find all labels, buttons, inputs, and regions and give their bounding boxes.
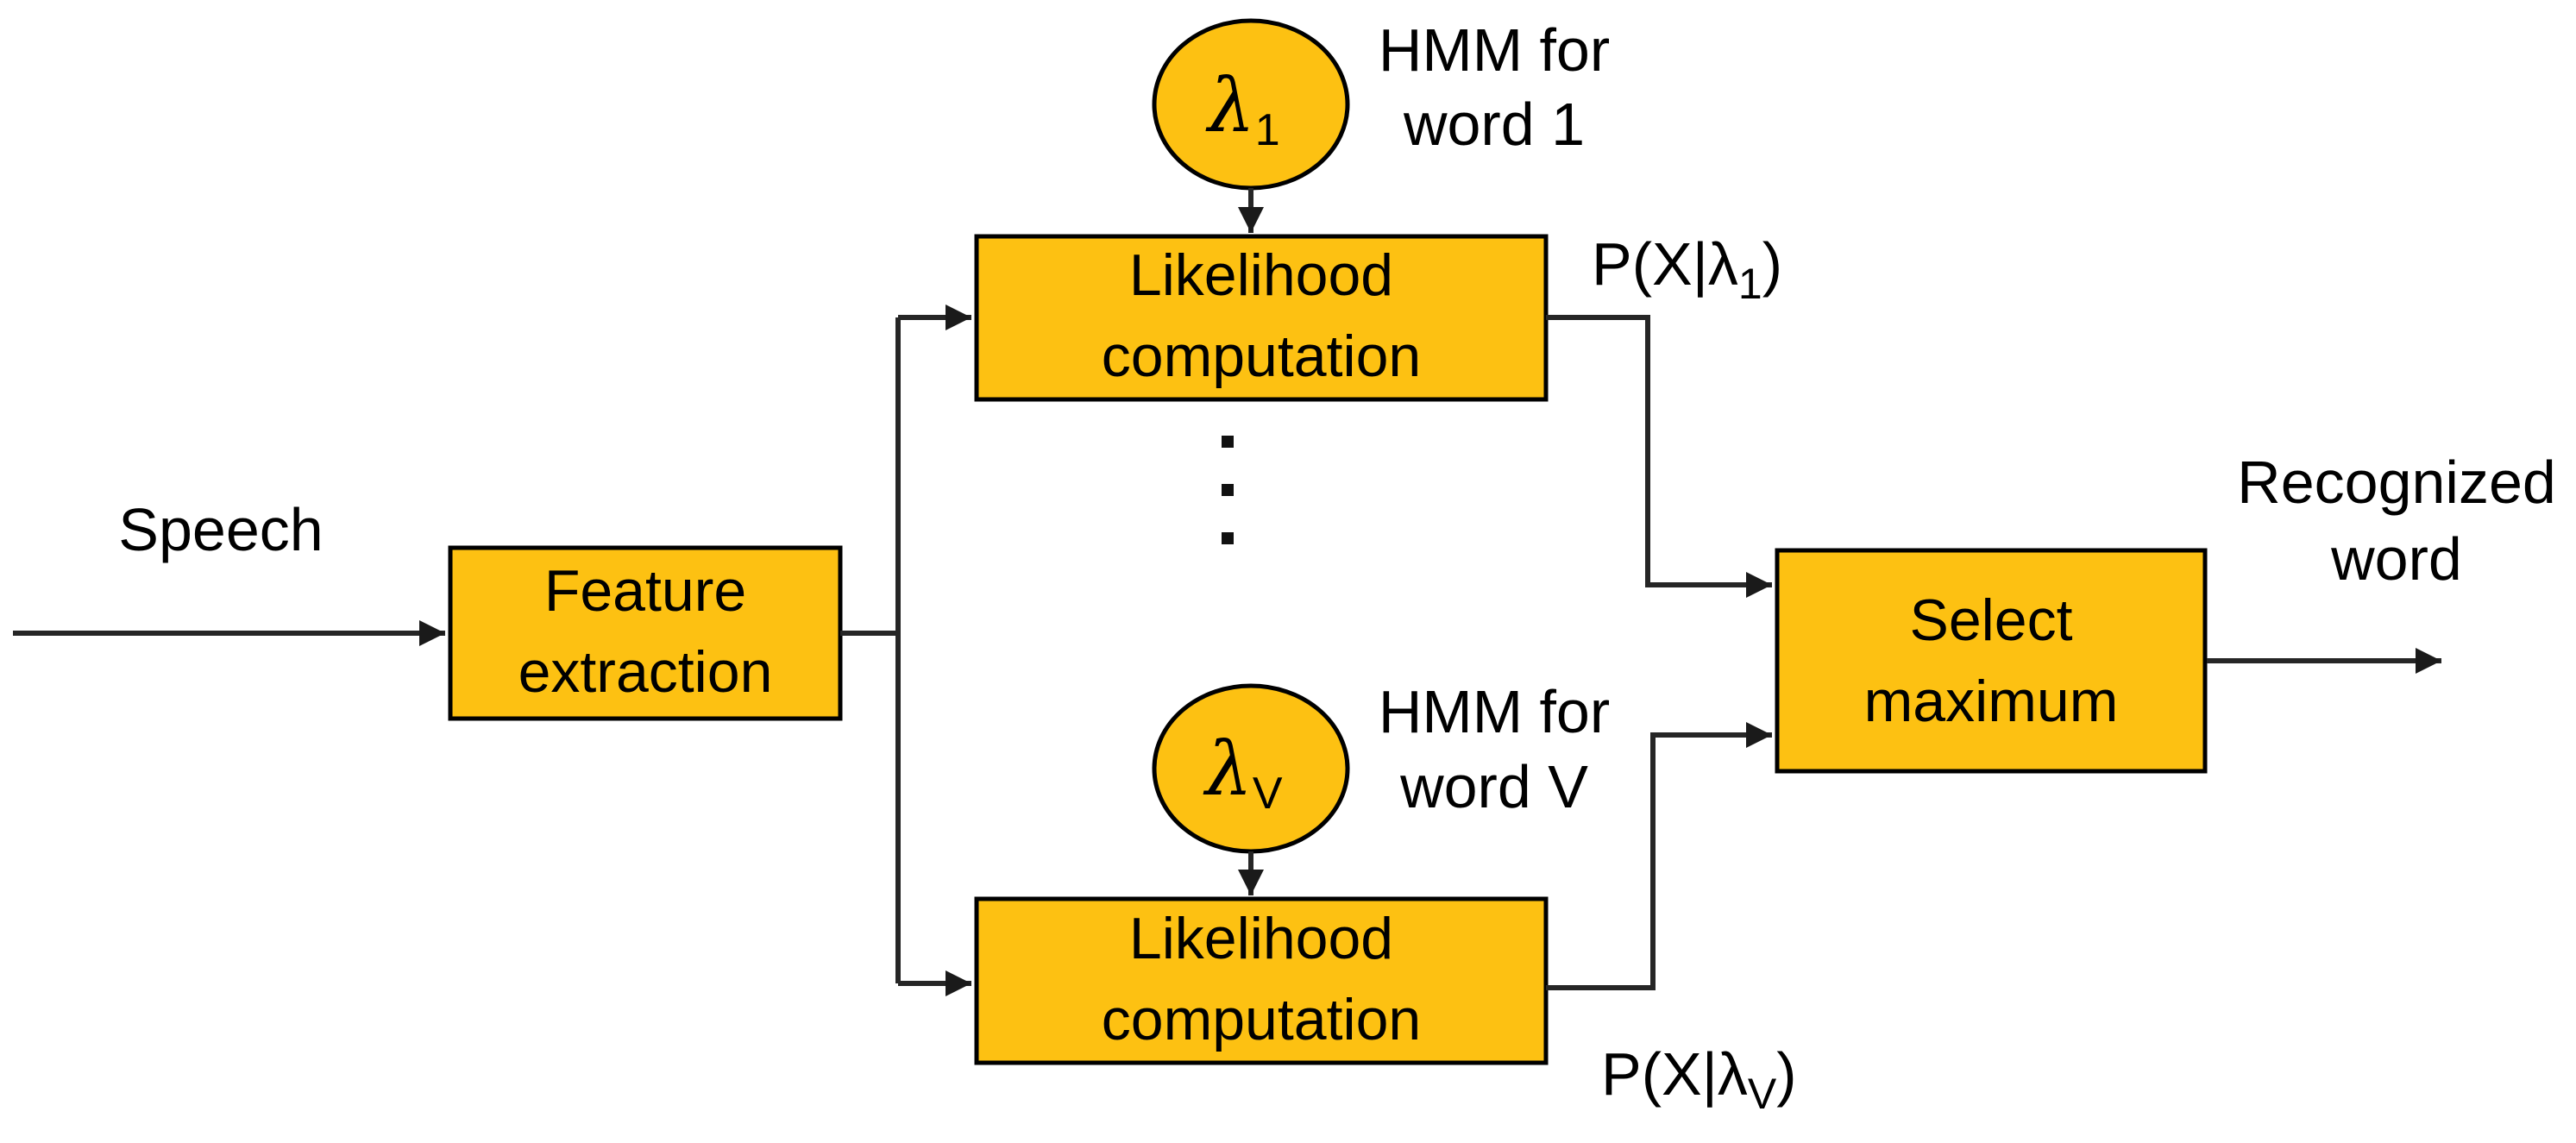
- feature-extraction-label-line1: Feature: [544, 558, 746, 624]
- select-maximum-label-line1: Select: [1910, 587, 2073, 653]
- p-word1-subscript: 1: [1738, 260, 1762, 308]
- speech-input-group: Speech: [13, 496, 445, 646]
- lambda-glyph: λ: [1203, 726, 1253, 813]
- feature-extraction-node: Feature extraction: [448, 545, 843, 721]
- p-wordV-prefix: P(X|λ: [1601, 1040, 1748, 1108]
- ellipsis-dot: [1222, 484, 1234, 496]
- feature-branch-connectors: [840, 305, 971, 996]
- hmm-wordV-group: λV HMM for word V: [1152, 678, 1610, 895]
- hmm-wordV-caption-line1: HMM for: [1379, 678, 1610, 745]
- likelihood-bottom-output-connector: [1546, 722, 1772, 990]
- likelihood-top-label-line2: computation: [1102, 323, 1421, 389]
- p-wordV-subscript: V: [1748, 1070, 1777, 1118]
- likelihood-bottom-label-line1: Likelihood: [1129, 906, 1393, 971]
- likelihood-top-node: Likelihood computation: [974, 234, 1549, 402]
- select-maximum-label-line2: maximum: [1864, 669, 2119, 734]
- hmm-word1-symbol: λ1: [1205, 63, 1279, 155]
- speech-label: Speech: [118, 496, 323, 563]
- likelihood-top-output-label: P(X|λ1): [1592, 230, 1782, 308]
- hmm-word1-caption-line1: HMM for: [1379, 16, 1610, 84]
- lambda-subscript: 1: [1255, 105, 1280, 155]
- p-word1-suffix: ): [1762, 230, 1782, 298]
- lambda-glyph: λ: [1205, 63, 1255, 149]
- recognized-word-label-line1: Recognized: [2237, 449, 2556, 516]
- p-word1-prefix: P(X|λ: [1592, 230, 1738, 298]
- likelihood-bottom-node: Likelihood computation: [974, 896, 1549, 1065]
- feature-extraction-label-line2: extraction: [518, 639, 773, 705]
- ellipsis-dot: [1222, 436, 1234, 448]
- likelihood-bottom-label-line2: computation: [1102, 987, 1421, 1052]
- lambda-subscript: V: [1253, 769, 1283, 819]
- likelihood-bottom-box: [974, 896, 1549, 1065]
- select-maximum-node: Select maximum: [1775, 548, 2208, 774]
- hmm-wordV-symbol: λV: [1203, 726, 1283, 819]
- hmm-word1-caption-line2: word 1: [1403, 91, 1585, 158]
- likelihood-to-select-connectors: [1546, 315, 1772, 990]
- vertical-ellipsis: [1222, 436, 1234, 544]
- hmm-word1-group: λ1 HMM for word 1: [1152, 16, 1610, 233]
- ellipsis-dot: [1222, 532, 1234, 544]
- p-wordV-suffix: ): [1776, 1040, 1796, 1108]
- select-maximum-box: [1775, 548, 2208, 774]
- likelihood-top-output-connector: [1546, 315, 1772, 598]
- likelihood-bottom-output-label: P(X|λV): [1601, 1040, 1797, 1118]
- likelihood-top-label-line1: Likelihood: [1129, 242, 1393, 308]
- recognized-word-label-line2: word: [2330, 525, 2462, 593]
- hmm-wordV-caption-line2: word V: [1399, 753, 1588, 820]
- recognized-word-output: Recognized word: [2207, 449, 2556, 674]
